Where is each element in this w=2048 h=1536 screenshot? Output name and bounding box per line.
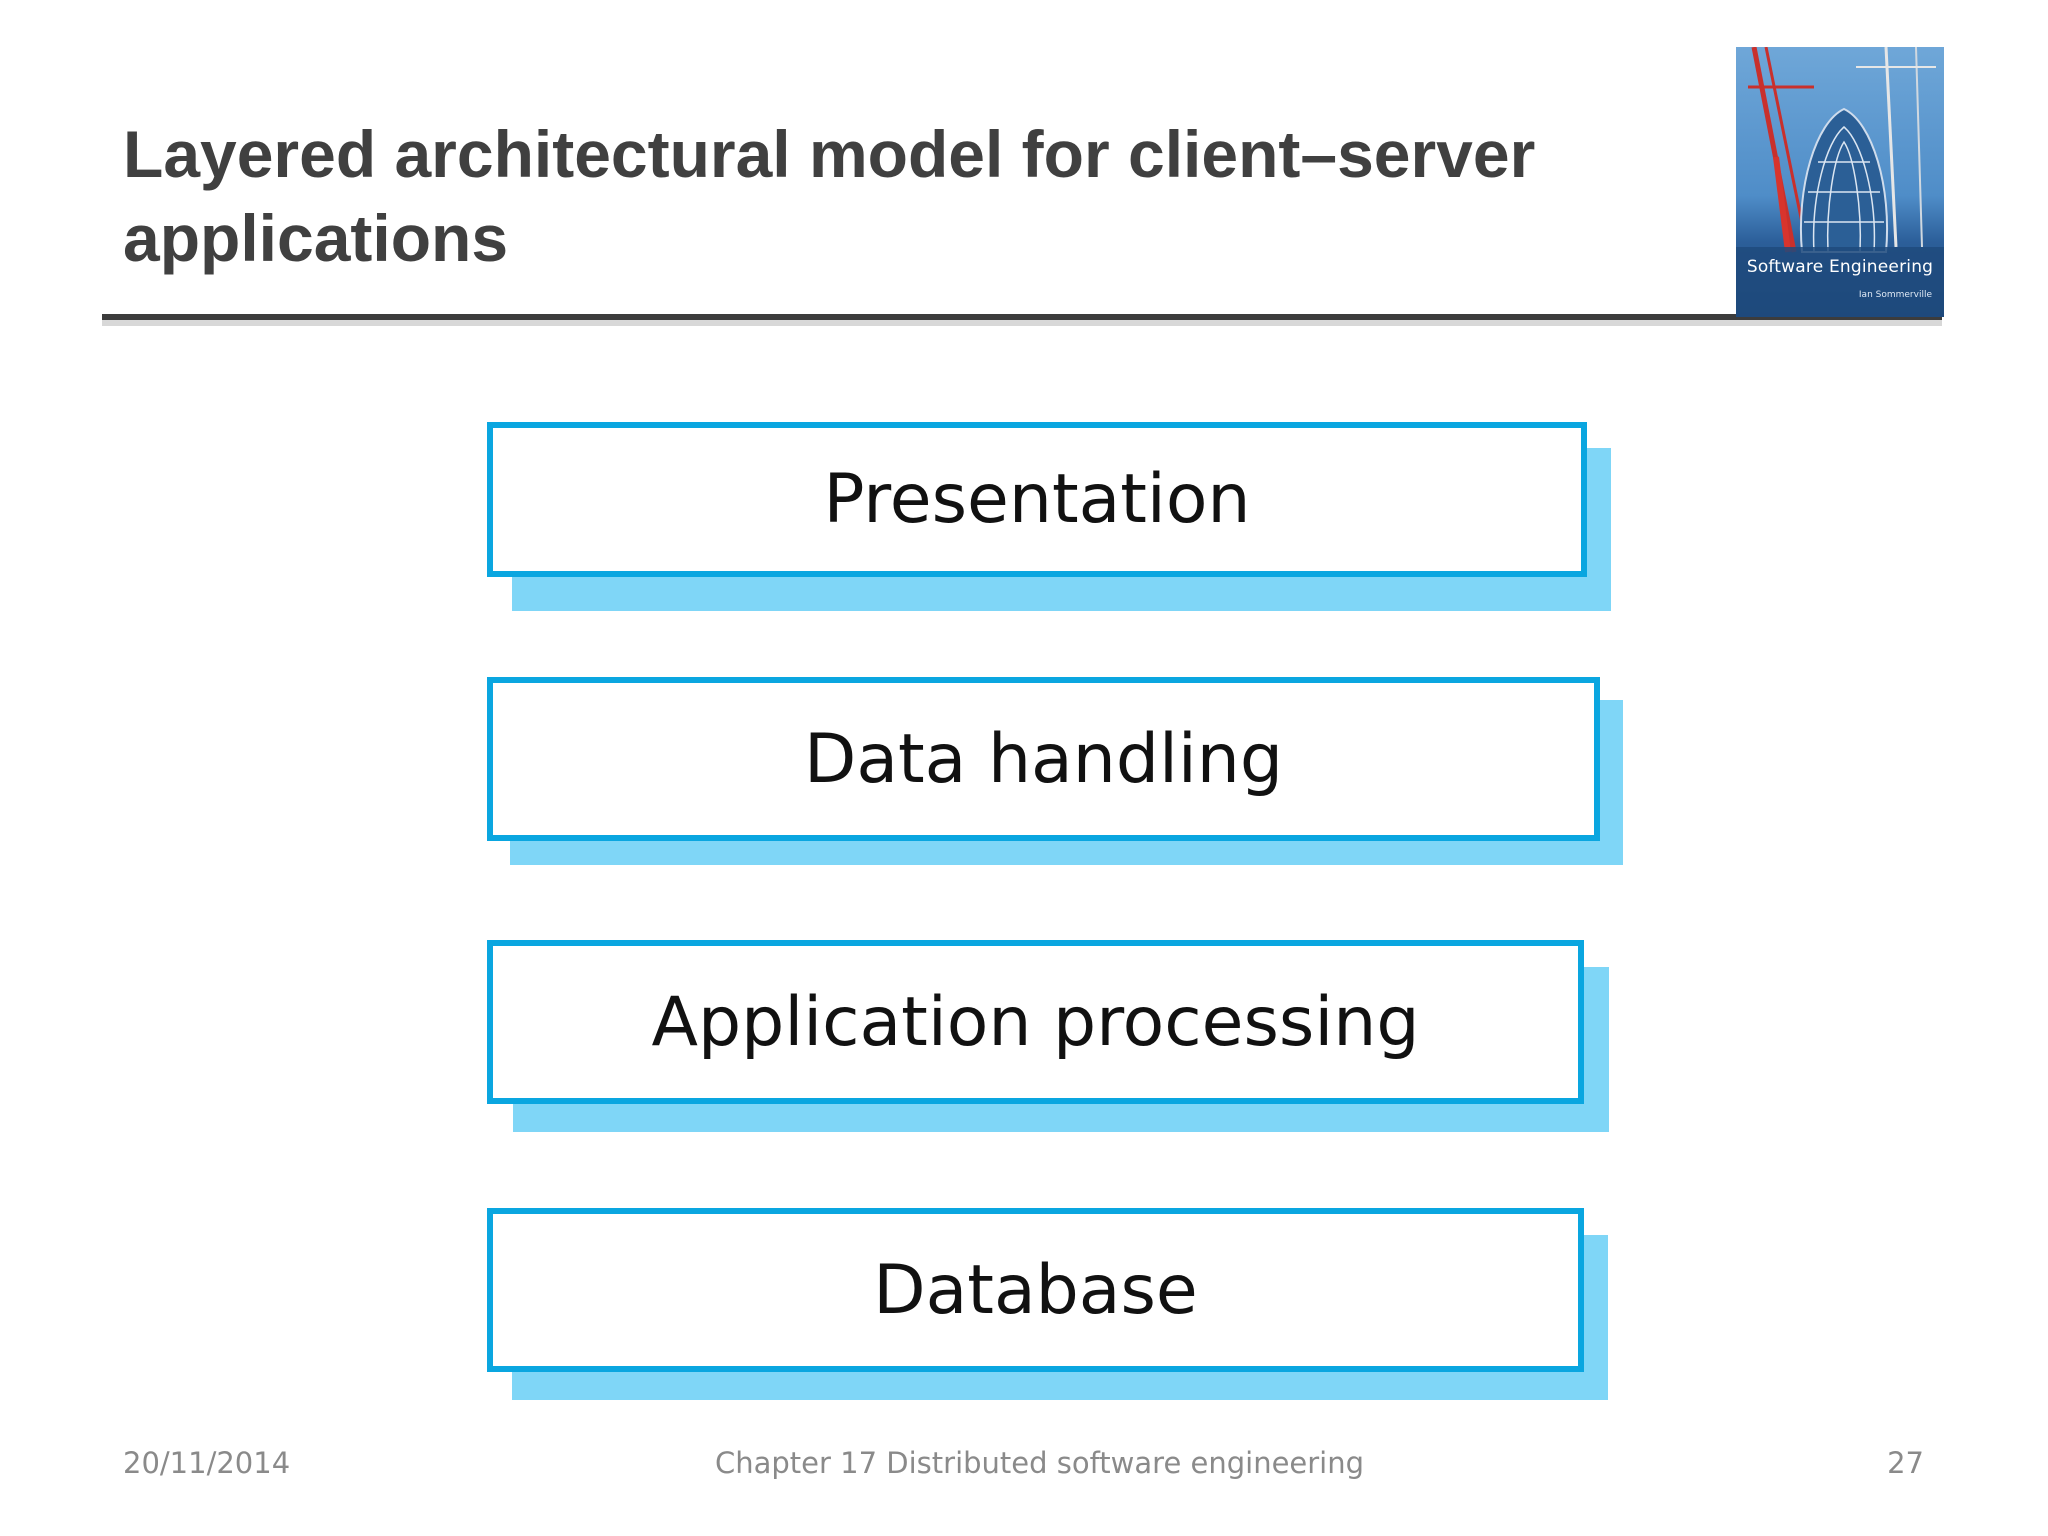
footer-date: 20/11/2014 (123, 1446, 291, 1480)
layer-presentation-label: Presentation (823, 460, 1251, 539)
layer-data-handling-label: Data handling (803, 719, 1284, 799)
book-cover-title: Software Engineering (1746, 257, 1934, 277)
layer-database-box: Database (487, 1208, 1584, 1372)
book-cover-image: Software Engineering Ian Sommerville (1736, 47, 1944, 317)
slide-title-line-2: applications (123, 201, 509, 275)
footer-page-number: 27 (1887, 1446, 1924, 1480)
layer-application-processing-label: Application processing (651, 982, 1420, 1062)
book-cover-author: Ian Sommerville (1858, 290, 1932, 300)
layer-database-label: Database (873, 1250, 1198, 1330)
slide-title-line-1: Layered architectural model for client–s… (123, 117, 1536, 191)
layer-presentation-box: Presentation (487, 422, 1587, 577)
title-divider (102, 314, 1942, 320)
title-rule-shadow (102, 320, 1942, 326)
layer-application-processing-box: Application processing (487, 940, 1584, 1104)
book-cover-illustration (1736, 47, 1944, 317)
footer-chapter: Chapter 17 Distributed software engineer… (715, 1446, 1365, 1480)
layer-data-handling-box: Data handling (487, 677, 1600, 841)
slide-title: Layered architectural model for client–s… (123, 112, 1683, 280)
